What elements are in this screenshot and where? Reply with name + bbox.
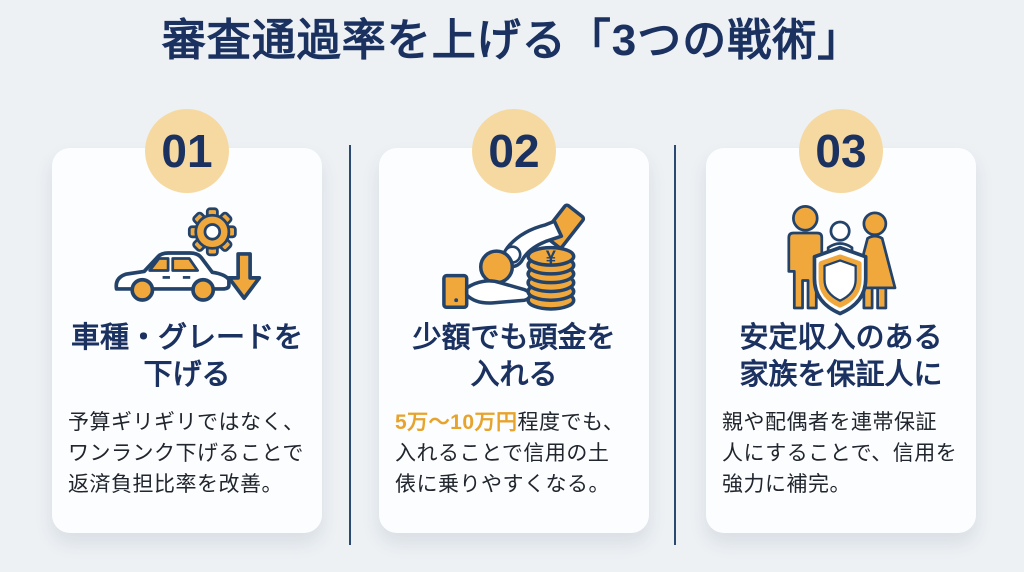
page-title: 審査通過率を上げる「3つの戦術」: [161, 16, 863, 65]
step-number: 03: [815, 125, 867, 177]
strategy-card-2: ¥ 少額でも頭金を 入れる 5万〜10万円程度でも、 入れることで信用の土 俵に…: [379, 148, 649, 533]
family-shield-guarantor-icon: [772, 200, 910, 318]
strategy-column-2: 02: [379, 109, 649, 533]
card-heading-3: 安定収入のある 家族を保証人に: [739, 320, 942, 394]
highlighted-amount: 5万〜10万円: [395, 411, 518, 434]
vertical-divider-2: [674, 145, 676, 545]
step-number-badge-2: 02: [472, 109, 556, 193]
heading-line: 車種・グレードを: [70, 322, 303, 354]
body-line: 返済負担比率を改善。: [68, 473, 283, 496]
step-number: 01: [161, 125, 213, 177]
card-body-1: 予算ギリギリではなく、 ワンランク下げることで 返済負担比率を改善。: [52, 407, 322, 500]
body-line: 親や配偶者を連帯保証: [722, 411, 937, 434]
body-line: 入れることで信用の土: [395, 442, 610, 465]
body-line: 予算ギリギリではなく、: [68, 411, 305, 434]
heading-line: 下げる: [143, 359, 231, 391]
step-number: 02: [488, 125, 540, 177]
strategy-card-3: 安定収入のある 家族を保証人に 親や配偶者を連帯保証 人にすることで、信用を 強…: [706, 148, 976, 533]
body-line: 5万〜10万円程度でも、: [395, 407, 633, 438]
strategy-column-1: 01: [52, 109, 322, 533]
yen-symbol: ¥: [545, 246, 556, 267]
body-line: ワンランク下げることで: [68, 442, 304, 465]
heading-line: 安定収入のある: [739, 322, 943, 354]
body-line: 強力に補完。: [722, 473, 851, 496]
body-text: 程度でも、: [517, 411, 625, 434]
card-heading-1: 車種・グレードを 下げる: [71, 320, 303, 394]
body-line: 人にすることで、信用を: [722, 442, 958, 465]
card-heading-2: 少額でも頭金を 入れる: [412, 320, 615, 394]
vertical-divider-1: [349, 145, 351, 545]
heading-line: 入れる: [470, 359, 558, 391]
car-gear-downgrade-icon: [111, 200, 263, 318]
step-number-badge-3: 03: [799, 109, 883, 193]
card-body-2: 5万〜10万円程度でも、 入れることで信用の土 俵に乗りやすくなる。: [379, 407, 649, 500]
body-line: 俵に乗りやすくなる。: [395, 473, 610, 496]
strategy-column-3: 03: [706, 109, 976, 533]
strategy-card-1: 車種・グレードを 下げる 予算ギリギリではなく、 ワンランク下げることで 返済負…: [52, 148, 322, 533]
hand-coin-downpayment-icon: ¥: [441, 200, 587, 318]
card-body-3: 親や配偶者を連帯保証 人にすることで、信用を 強力に補完。: [706, 407, 976, 500]
strategy-columns: 01: [52, 109, 976, 533]
step-number-badge-1: 01: [145, 109, 229, 193]
heading-line: 家族を保証人に: [739, 359, 943, 391]
heading-line: 少額でも頭金を: [412, 322, 616, 354]
